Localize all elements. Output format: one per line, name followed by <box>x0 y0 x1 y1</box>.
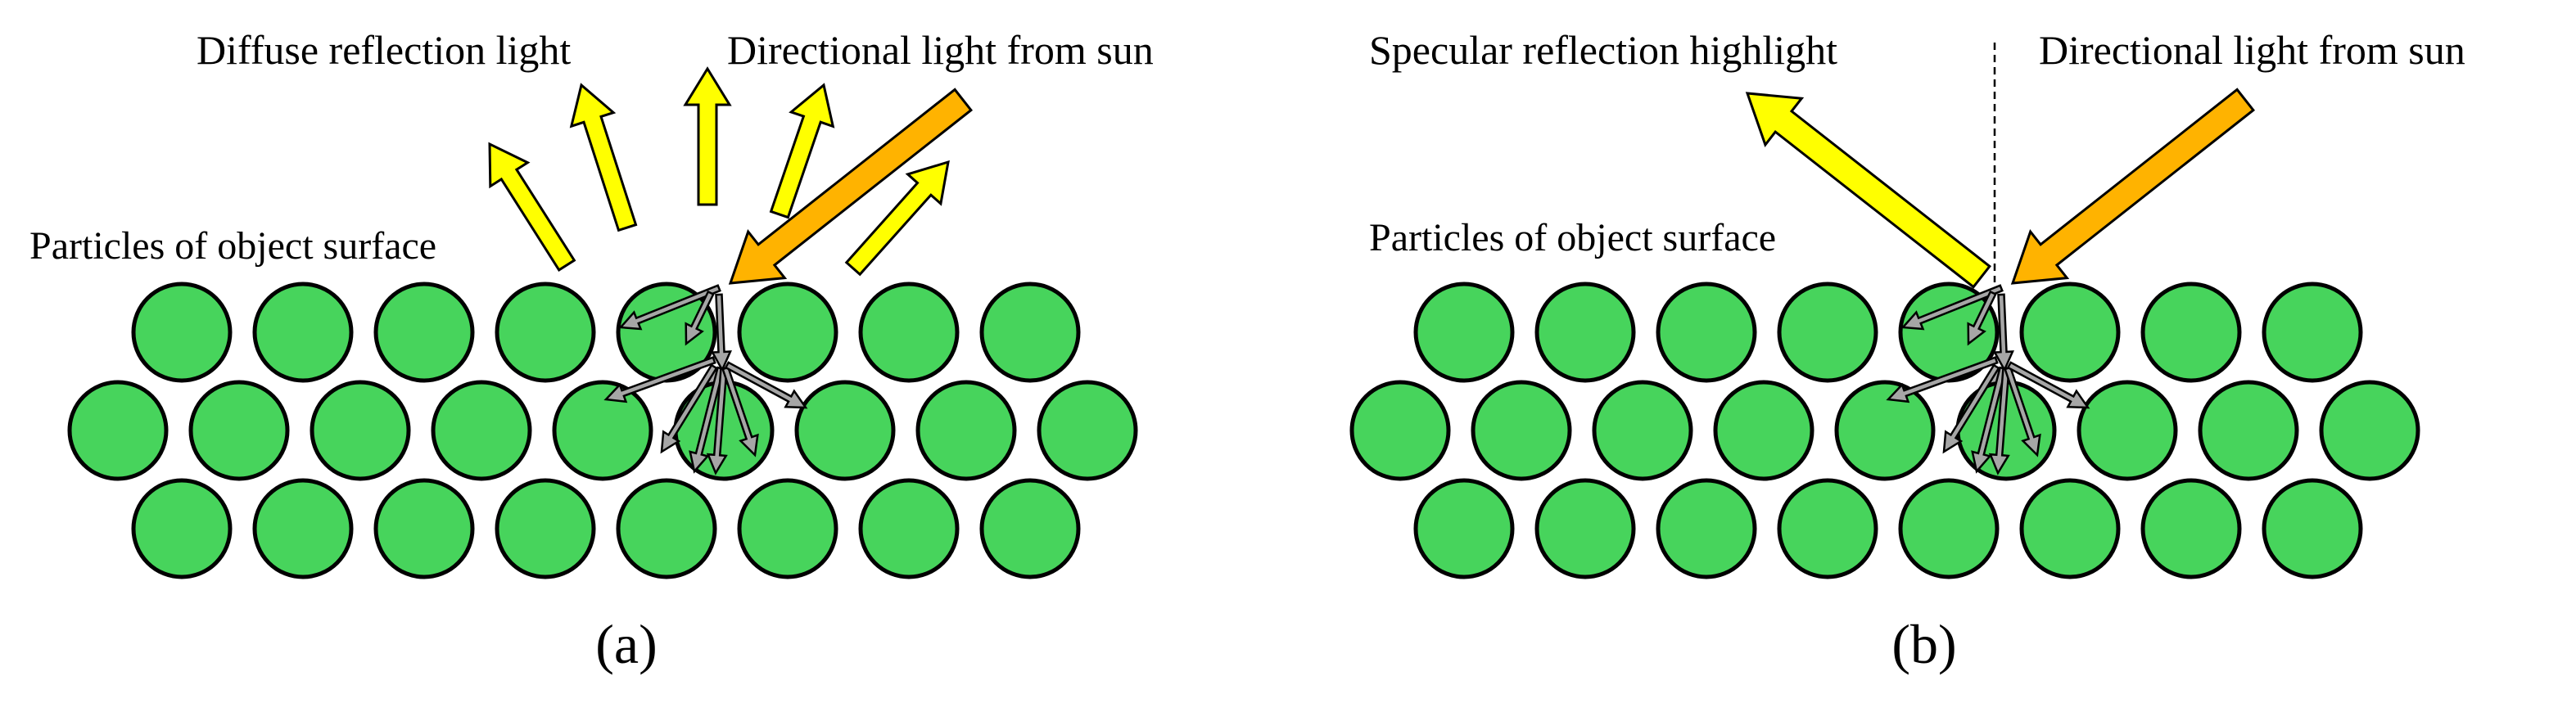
sun-light-arrow <box>728 88 974 285</box>
diffuse-reflection-arrow <box>844 160 950 277</box>
particle-circle <box>2262 282 2363 383</box>
internal-scatter-arrows <box>1886 284 2090 475</box>
particle-circle <box>373 478 475 579</box>
surface-particles <box>1349 282 2420 579</box>
particle-circle <box>1898 478 2000 579</box>
scatter-arrow <box>2006 361 2090 409</box>
specular-reflection-arrow <box>1745 92 1992 289</box>
particle-circle <box>1471 380 1572 481</box>
sun-label: Directional light from sun <box>727 27 1154 73</box>
reflection-label: Diffuse reflection light <box>197 27 571 73</box>
scatter-arrow <box>706 367 728 475</box>
scatter-arrow <box>1967 290 1997 346</box>
particle-circle <box>1413 282 1515 383</box>
particle-circle <box>1777 282 1878 383</box>
particle-circle <box>1656 282 1757 383</box>
scatter-arrow <box>2004 366 2041 457</box>
scatter-arrow <box>1988 367 2010 475</box>
reflection-label: Specular reflection highlight <box>1369 27 1837 73</box>
surface-particles <box>67 282 1138 579</box>
particle-circle <box>1037 380 1138 481</box>
particle-circle <box>252 478 354 579</box>
particle-circle <box>1349 380 1451 481</box>
panel-caption: (b) <box>1891 613 1956 675</box>
scatter-arrow <box>660 363 718 454</box>
scatter-arrow <box>685 290 715 346</box>
particle-circle <box>2319 380 2420 481</box>
sun-light-arrow <box>2010 88 2256 285</box>
particle-circle <box>1834 380 1936 481</box>
particle-circle <box>252 282 354 383</box>
particle-circle <box>495 282 596 383</box>
particle-circle <box>131 282 233 383</box>
particle-circle <box>858 282 960 383</box>
diffuse-reflection-arrow <box>683 66 732 206</box>
panel-specular-reflection: Specular reflection highlight Directiona… <box>1349 27 2465 675</box>
particle-circle <box>794 380 896 481</box>
particle-circle <box>737 478 838 579</box>
particle-circle <box>2262 478 2363 579</box>
particle-circle <box>616 478 717 579</box>
particle-circle <box>1592 380 1693 481</box>
scatter-arrow <box>1993 293 2014 372</box>
particle-circle <box>2140 478 2242 579</box>
particle-circle <box>2198 380 2299 481</box>
diffuse-reflection-arrow <box>488 142 576 272</box>
particle-circle <box>979 282 1081 383</box>
scatter-arrow <box>724 361 808 409</box>
particle-circle <box>1656 478 1757 579</box>
particle-circle <box>737 282 838 383</box>
particle-circle <box>1534 282 1636 383</box>
particle-circle <box>131 478 233 579</box>
surface-label: Particles of object surface <box>1369 216 1776 259</box>
particle-circle <box>188 380 290 481</box>
panel-caption: (a) <box>595 613 657 675</box>
particle-circle <box>552 380 653 481</box>
particle-circle <box>1777 478 1878 579</box>
scatter-arrow <box>1886 356 1999 403</box>
particle-circle <box>2019 282 2121 383</box>
diffuse-reflection-arrows <box>488 66 950 277</box>
panel-diffuse-reflection: Diffuse reflection light Directional lig… <box>29 27 1154 675</box>
sun-light-arrow <box>2010 88 2256 285</box>
particle-circle <box>1534 478 1636 579</box>
surface-label: Particles of object surface <box>29 224 436 268</box>
particle-circle <box>2019 478 2121 579</box>
scatter-arrow <box>711 293 732 372</box>
particle-circle <box>1713 380 1814 481</box>
scatter-arrow <box>603 356 716 403</box>
particle-circle <box>495 478 596 579</box>
particle-circle <box>979 478 1081 579</box>
scatter-arrow <box>1942 363 2000 454</box>
particle-circle <box>915 380 1017 481</box>
particle-circle <box>373 282 475 383</box>
particle-circle <box>2077 380 2178 481</box>
specular-reflection-arrow <box>1745 92 1992 289</box>
particle-circle <box>310 380 411 481</box>
sun-label: Directional light from sun <box>2039 27 2465 73</box>
diffuse-reflection-arrow <box>769 83 835 219</box>
diffuse-reflection-arrow <box>569 83 638 232</box>
sun-light-arrow <box>728 88 974 285</box>
scatter-arrow <box>721 366 759 457</box>
internal-scatter-arrows <box>603 284 808 475</box>
particle-circle <box>858 478 960 579</box>
particle-circle <box>67 380 169 481</box>
particle-circle <box>2140 282 2242 383</box>
particle-circle <box>1413 478 1515 579</box>
particle-circle <box>431 380 532 481</box>
